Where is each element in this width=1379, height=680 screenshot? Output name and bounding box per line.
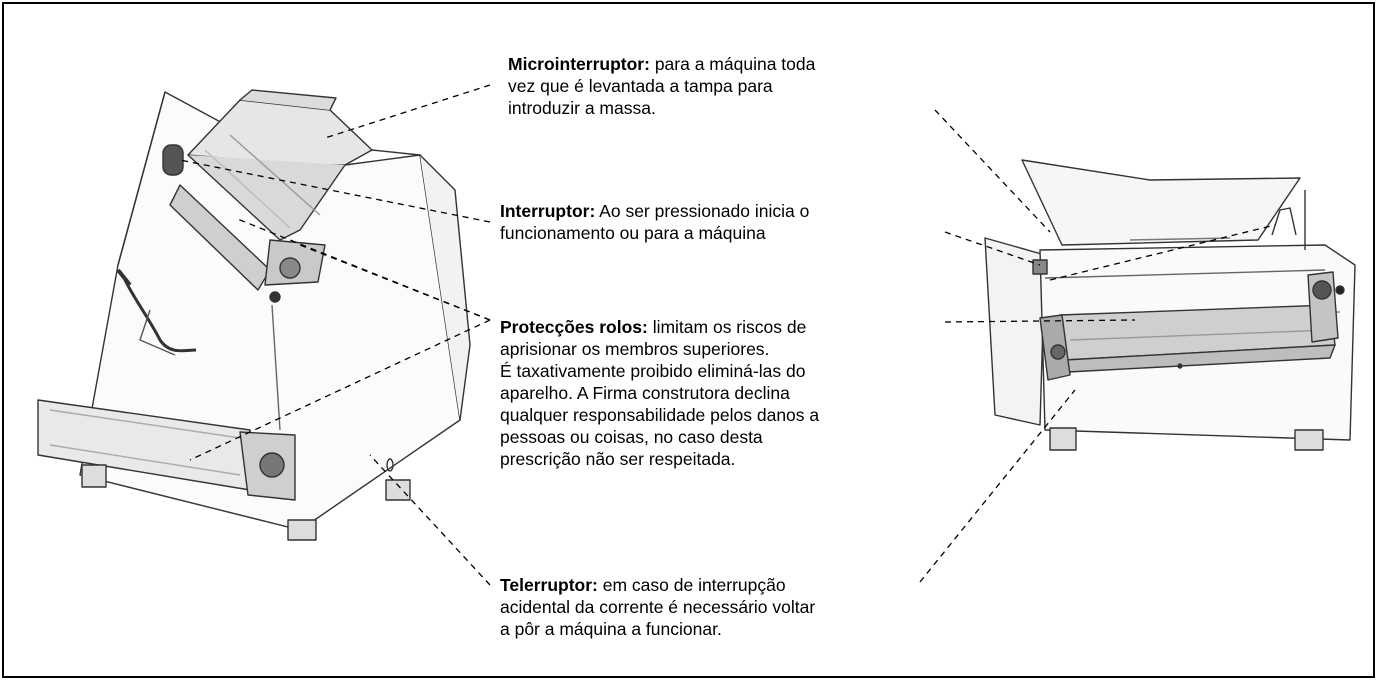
- leader-interruptor-right: [944, 231, 1041, 266]
- leader-microinterruptor: [324, 84, 491, 139]
- interruptor-title: Interruptor:: [500, 201, 596, 221]
- leader-protec-bottom: [189, 319, 491, 461]
- proteccoes-line-1: limitam os riscos de: [647, 317, 807, 337]
- telerruptor-line-1: em caso de interrupção: [597, 575, 786, 595]
- microinterruptor-line-2: vez que é levantada a tampa para: [508, 76, 773, 96]
- interruptor-line-1: Ao ser pressionado inicia o: [595, 201, 810, 221]
- proteccoes-line-7: prescrição não ser respeitada.: [500, 449, 736, 469]
- callout-telerruptor: Telerruptor: em caso de interrupção acid…: [500, 574, 815, 640]
- microinterruptor-line-1: para a máquina toda: [649, 54, 816, 74]
- proteccoes-line-2: aprisionar os membros superiores.: [500, 339, 770, 359]
- callout-proteccoes-rolos: Protecções rolos: limitam os riscos de a…: [500, 316, 819, 470]
- proteccoes-line-3: É taxativamente proibido eliminá-las do: [500, 361, 806, 381]
- leader-right-top-diagonal: [1049, 224, 1276, 281]
- microinterruptor-title: Microinterruptor:: [508, 54, 650, 74]
- interruptor-line-2: funcionamento ou para a máquina: [500, 223, 766, 243]
- callout-microinterruptor: Microinterruptor: para a máquina toda ve…: [508, 53, 815, 119]
- leader-lines: [179, 84, 1276, 586]
- microinterruptor-line-3: introduzir a massa.: [508, 98, 656, 118]
- proteccoes-line-6: pessoas ou coisas, no caso desta: [500, 427, 763, 447]
- left-machine-image: [37, 89, 471, 541]
- proteccoes-line-4: aparelho. A Firma construtora declina: [500, 383, 790, 403]
- callout-interruptor: Interruptor: Ao ser pressionado inicia o…: [500, 200, 809, 244]
- leader-microinterruptor-right: [934, 109, 1051, 233]
- leader-telerruptor-right: [919, 389, 1076, 583]
- proteccoes-title: Protecções rolos:: [500, 317, 648, 337]
- telerruptor-line-2: acidental da corrente é necessário volta…: [500, 597, 816, 617]
- telerruptor-title: Telerruptor:: [500, 575, 598, 595]
- leader-protec-right: [944, 319, 1136, 323]
- leader-telerruptor-left: [369, 454, 491, 586]
- right-machine-image: [984, 159, 1356, 451]
- leader-protec-mid: [299, 244, 491, 321]
- leader-interruptor-left: [179, 159, 491, 223]
- proteccoes-line-5: qualquer responsabilidade pelos danos a: [500, 405, 820, 425]
- telerruptor-line-3: a pôr a máquina a funcionar.: [500, 619, 722, 639]
